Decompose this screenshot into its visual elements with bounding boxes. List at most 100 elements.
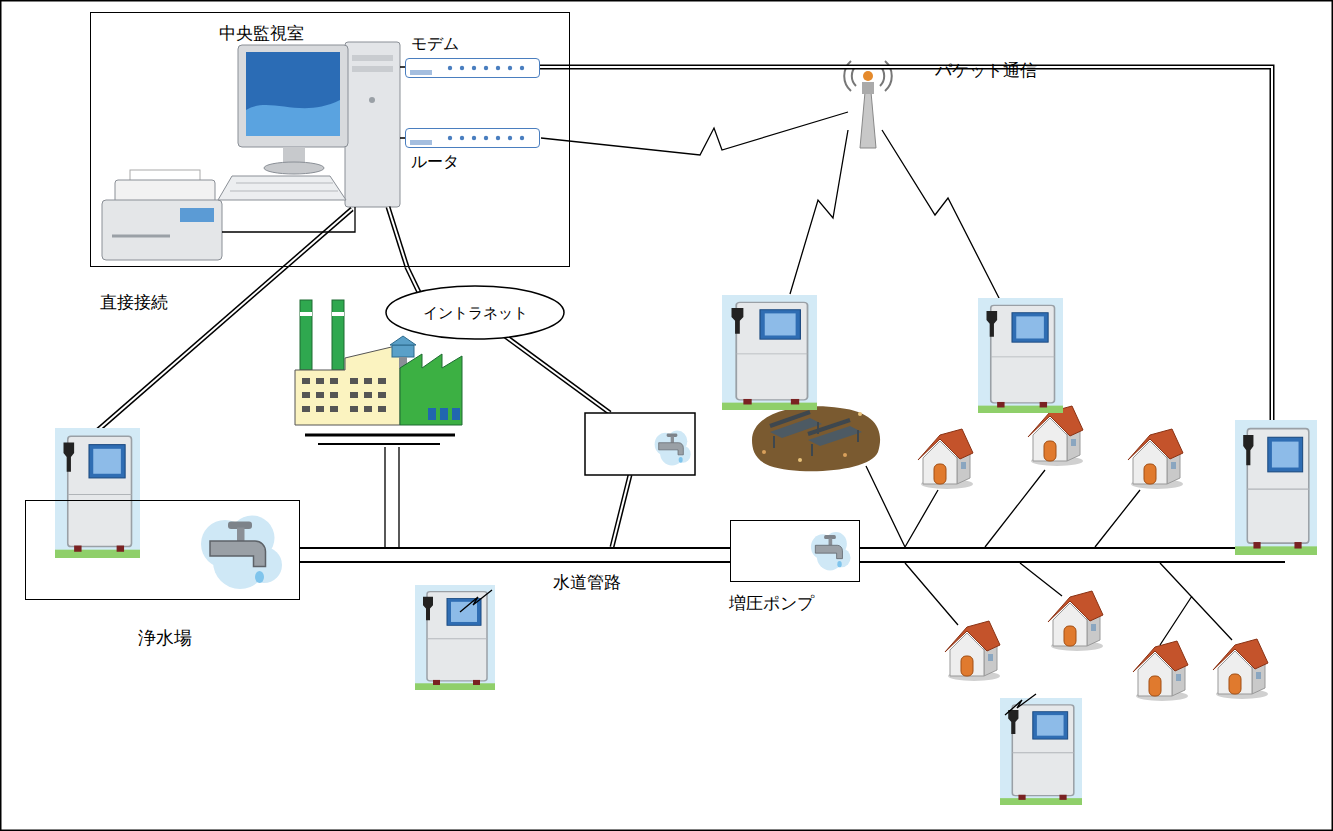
park (858, 412, 862, 416)
house-icon (1048, 591, 1103, 651)
wire (222, 207, 355, 232)
analyzer-icon (415, 585, 495, 690)
intranet-ellipse: イントラネット (385, 285, 565, 340)
modem-box: モデム (405, 58, 540, 78)
double-wire (388, 207, 407, 267)
factory (378, 392, 386, 398)
device-leds (484, 136, 488, 140)
park (843, 453, 847, 457)
computer (230, 183, 338, 191)
node-label: 増圧ポンプ (729, 593, 814, 613)
water-pipe (300, 547, 730, 563)
house-icon (918, 406, 1268, 701)
device-leds (484, 66, 488, 70)
factory (350, 406, 358, 412)
double-wire (98, 209, 352, 430)
device-leds (448, 136, 452, 140)
outlet-box (585, 413, 695, 475)
computer (345, 42, 400, 207)
factory (332, 300, 344, 370)
park (770, 418, 862, 446)
printer (112, 235, 170, 238)
factory (300, 312, 312, 316)
factory (330, 378, 338, 384)
analyzer-icon (1235, 420, 1317, 555)
wire (541, 112, 848, 155)
computer (352, 66, 393, 72)
double-wire (505, 336, 610, 413)
computer (369, 97, 375, 103)
printer (102, 200, 222, 260)
antenna (862, 82, 874, 94)
factory (302, 392, 310, 398)
water-pipe (300, 555, 730, 556)
factory (302, 378, 386, 412)
device-leds (508, 136, 512, 140)
factory (390, 336, 416, 345)
printer (180, 208, 214, 222)
antenna (860, 92, 876, 148)
double-wire (505, 336, 610, 413)
device-leds (496, 66, 500, 70)
device-leds (472, 136, 476, 140)
node-label: イントラネット (423, 304, 528, 322)
factory (302, 406, 310, 412)
wire (882, 130, 1000, 300)
device-leds (508, 66, 512, 70)
analyzer-icon (55, 295, 1317, 805)
factory (318, 443, 440, 445)
analyzer-icon (978, 298, 1063, 413)
wireless-mark (460, 590, 1036, 715)
faucet-icon (811, 532, 851, 571)
node-label: モデム (411, 34, 459, 53)
water-pipe (860, 549, 1285, 561)
house-icon (1128, 429, 1183, 489)
factory (440, 408, 448, 420)
factory (452, 408, 460, 420)
treatment-plant-box: 浄水場 (25, 500, 300, 600)
device-leds (520, 136, 524, 140)
computer (246, 52, 340, 136)
factory (350, 392, 358, 398)
park (762, 450, 766, 454)
faucet-icon (655, 431, 691, 466)
wireless-mark (460, 590, 492, 612)
double-wire (388, 207, 407, 267)
double-wire (98, 209, 352, 430)
analyzer-icon (55, 428, 140, 558)
factory (364, 378, 372, 384)
factory (316, 392, 324, 398)
printer (102, 170, 222, 260)
analyzer-icon (722, 295, 817, 410)
factory (330, 406, 338, 412)
device-leds (460, 136, 464, 140)
computer (218, 176, 346, 200)
factory (316, 406, 324, 412)
node-label: ルータ (411, 152, 459, 171)
node-label: 浄水場 (138, 627, 192, 649)
network-link (407, 267, 419, 292)
text-label: 水道管路 (553, 572, 621, 592)
computer (246, 100, 340, 136)
factory (378, 406, 386, 412)
factory (300, 300, 312, 370)
ellipse-outline (386, 286, 564, 339)
node-label: 中央監視室 (219, 23, 304, 43)
park (774, 422, 858, 456)
faucet-icon (201, 516, 282, 590)
house-icon (945, 621, 1000, 681)
device-leds (460, 66, 464, 70)
computer (238, 45, 348, 147)
factory (378, 378, 386, 384)
text-label: パケット通信 (935, 60, 1037, 80)
computer (264, 162, 324, 174)
computer (218, 42, 400, 207)
device-leds (520, 66, 524, 70)
factory (302, 378, 310, 384)
device-leds (472, 66, 476, 70)
router-box: ルータ (405, 128, 540, 148)
house-icon (1213, 639, 1268, 699)
water-pipe (860, 555, 1285, 556)
